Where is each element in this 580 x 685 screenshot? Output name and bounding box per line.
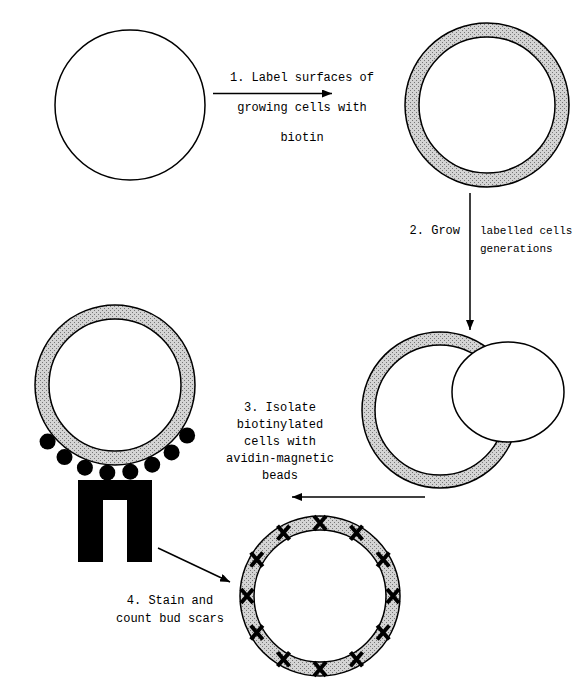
step-label: labelled cells generations — [480, 222, 576, 258]
bud-scar — [314, 662, 326, 676]
labelled-cell — [405, 23, 569, 187]
bud-scar — [278, 652, 290, 666]
step-label: 1. Label surfaces of growing cells with … — [222, 63, 382, 153]
step-label: 4. Stain and count bud scars — [110, 592, 230, 628]
bud-scar — [351, 526, 363, 540]
cell — [55, 30, 205, 180]
bead — [179, 428, 195, 444]
bead — [40, 434, 56, 450]
step-arrow — [469, 193, 471, 330]
label-box: 3. Isolate biotinylated cells with avidi… — [220, 400, 340, 485]
label-box: 1. Label surfaces of growing cells with … — [222, 63, 382, 153]
step-label: 2. Grow — [400, 222, 460, 240]
bud-scar — [351, 652, 363, 666]
label-box: labelled cells generations — [480, 222, 576, 258]
bead — [144, 457, 160, 473]
bud-scar — [387, 589, 399, 603]
bud-scar — [377, 626, 389, 640]
labelled-cell — [35, 305, 195, 465]
step-arrow — [158, 548, 230, 582]
bud — [452, 342, 564, 442]
bead — [99, 465, 115, 481]
bead — [57, 449, 73, 465]
bead — [77, 460, 93, 476]
bead — [164, 444, 180, 460]
magnetic-beads — [40, 428, 196, 481]
bud-scar — [377, 553, 389, 567]
bud-scars — [241, 516, 399, 676]
bead — [122, 464, 138, 480]
bud-scar — [251, 553, 263, 567]
step-arrow — [213, 93, 332, 95]
label-box: 2. Grow — [400, 222, 460, 240]
step-label: 3. Isolate biotinylated cells with avidi… — [220, 400, 340, 485]
bud-scar — [251, 626, 263, 640]
step-arrow — [292, 496, 425, 498]
label-box: 4. Stain and count bud scars — [110, 592, 230, 628]
bud-scar — [278, 526, 290, 540]
bud-scar — [314, 516, 326, 530]
magnet — [78, 480, 152, 562]
labelled-cell — [240, 516, 400, 676]
bud-scar — [241, 589, 253, 603]
